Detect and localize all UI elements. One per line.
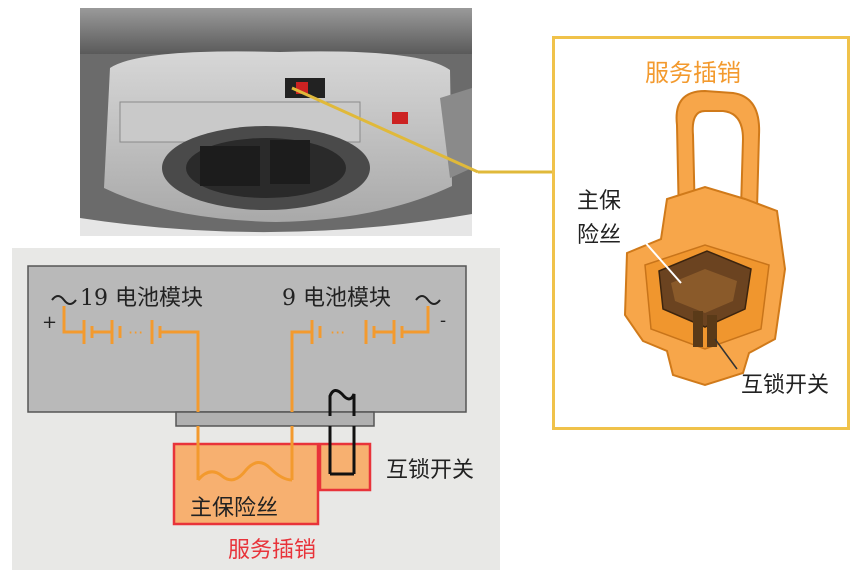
service-plug-label: 服务插销 — [228, 538, 317, 563]
connector-strip — [175, 411, 375, 427]
callout-main-fuse-label-line2: 险丝 — [577, 223, 622, 248]
callout-title: 服务插销 — [645, 59, 741, 87]
interlock-box — [318, 442, 372, 492]
main-fuse-label: 主保险丝 — [190, 496, 279, 521]
right-battery-cells — [310, 320, 404, 344]
trunk-photo — [80, 8, 472, 236]
right-terminal-symbol — [415, 295, 441, 305]
interlock-label: 互锁开关 — [386, 458, 475, 483]
circuit-diagram: ··· ··· 19 电池模块 9 电池模块 + - 主保险丝 互锁开关 服务插… — [12, 248, 500, 570]
circuit-svg: ··· ··· — [27, 265, 467, 526]
minus-sign: - — [440, 310, 447, 331]
left-terminal-symbol — [51, 295, 77, 305]
main-fuse-symbol — [196, 461, 293, 482]
left-module-label: 19 电池模块 — [80, 286, 203, 311]
service-plug-illustration — [620, 89, 787, 387]
svg-text:···: ··· — [330, 323, 345, 342]
trunk-photo-svg — [80, 8, 472, 236]
right-module-label: 9 电池模块 — [282, 286, 391, 311]
callout-interlock-label: 互锁开关 — [741, 373, 830, 398]
service-plug-callout: 服务插销 主保 险丝 互锁开关 — [552, 36, 850, 430]
left-battery-cells — [82, 320, 180, 344]
svg-text:···: ··· — [128, 323, 143, 342]
plus-sign: + — [42, 312, 58, 333]
callout-main-fuse-label-line1: 主保 — [577, 189, 622, 214]
